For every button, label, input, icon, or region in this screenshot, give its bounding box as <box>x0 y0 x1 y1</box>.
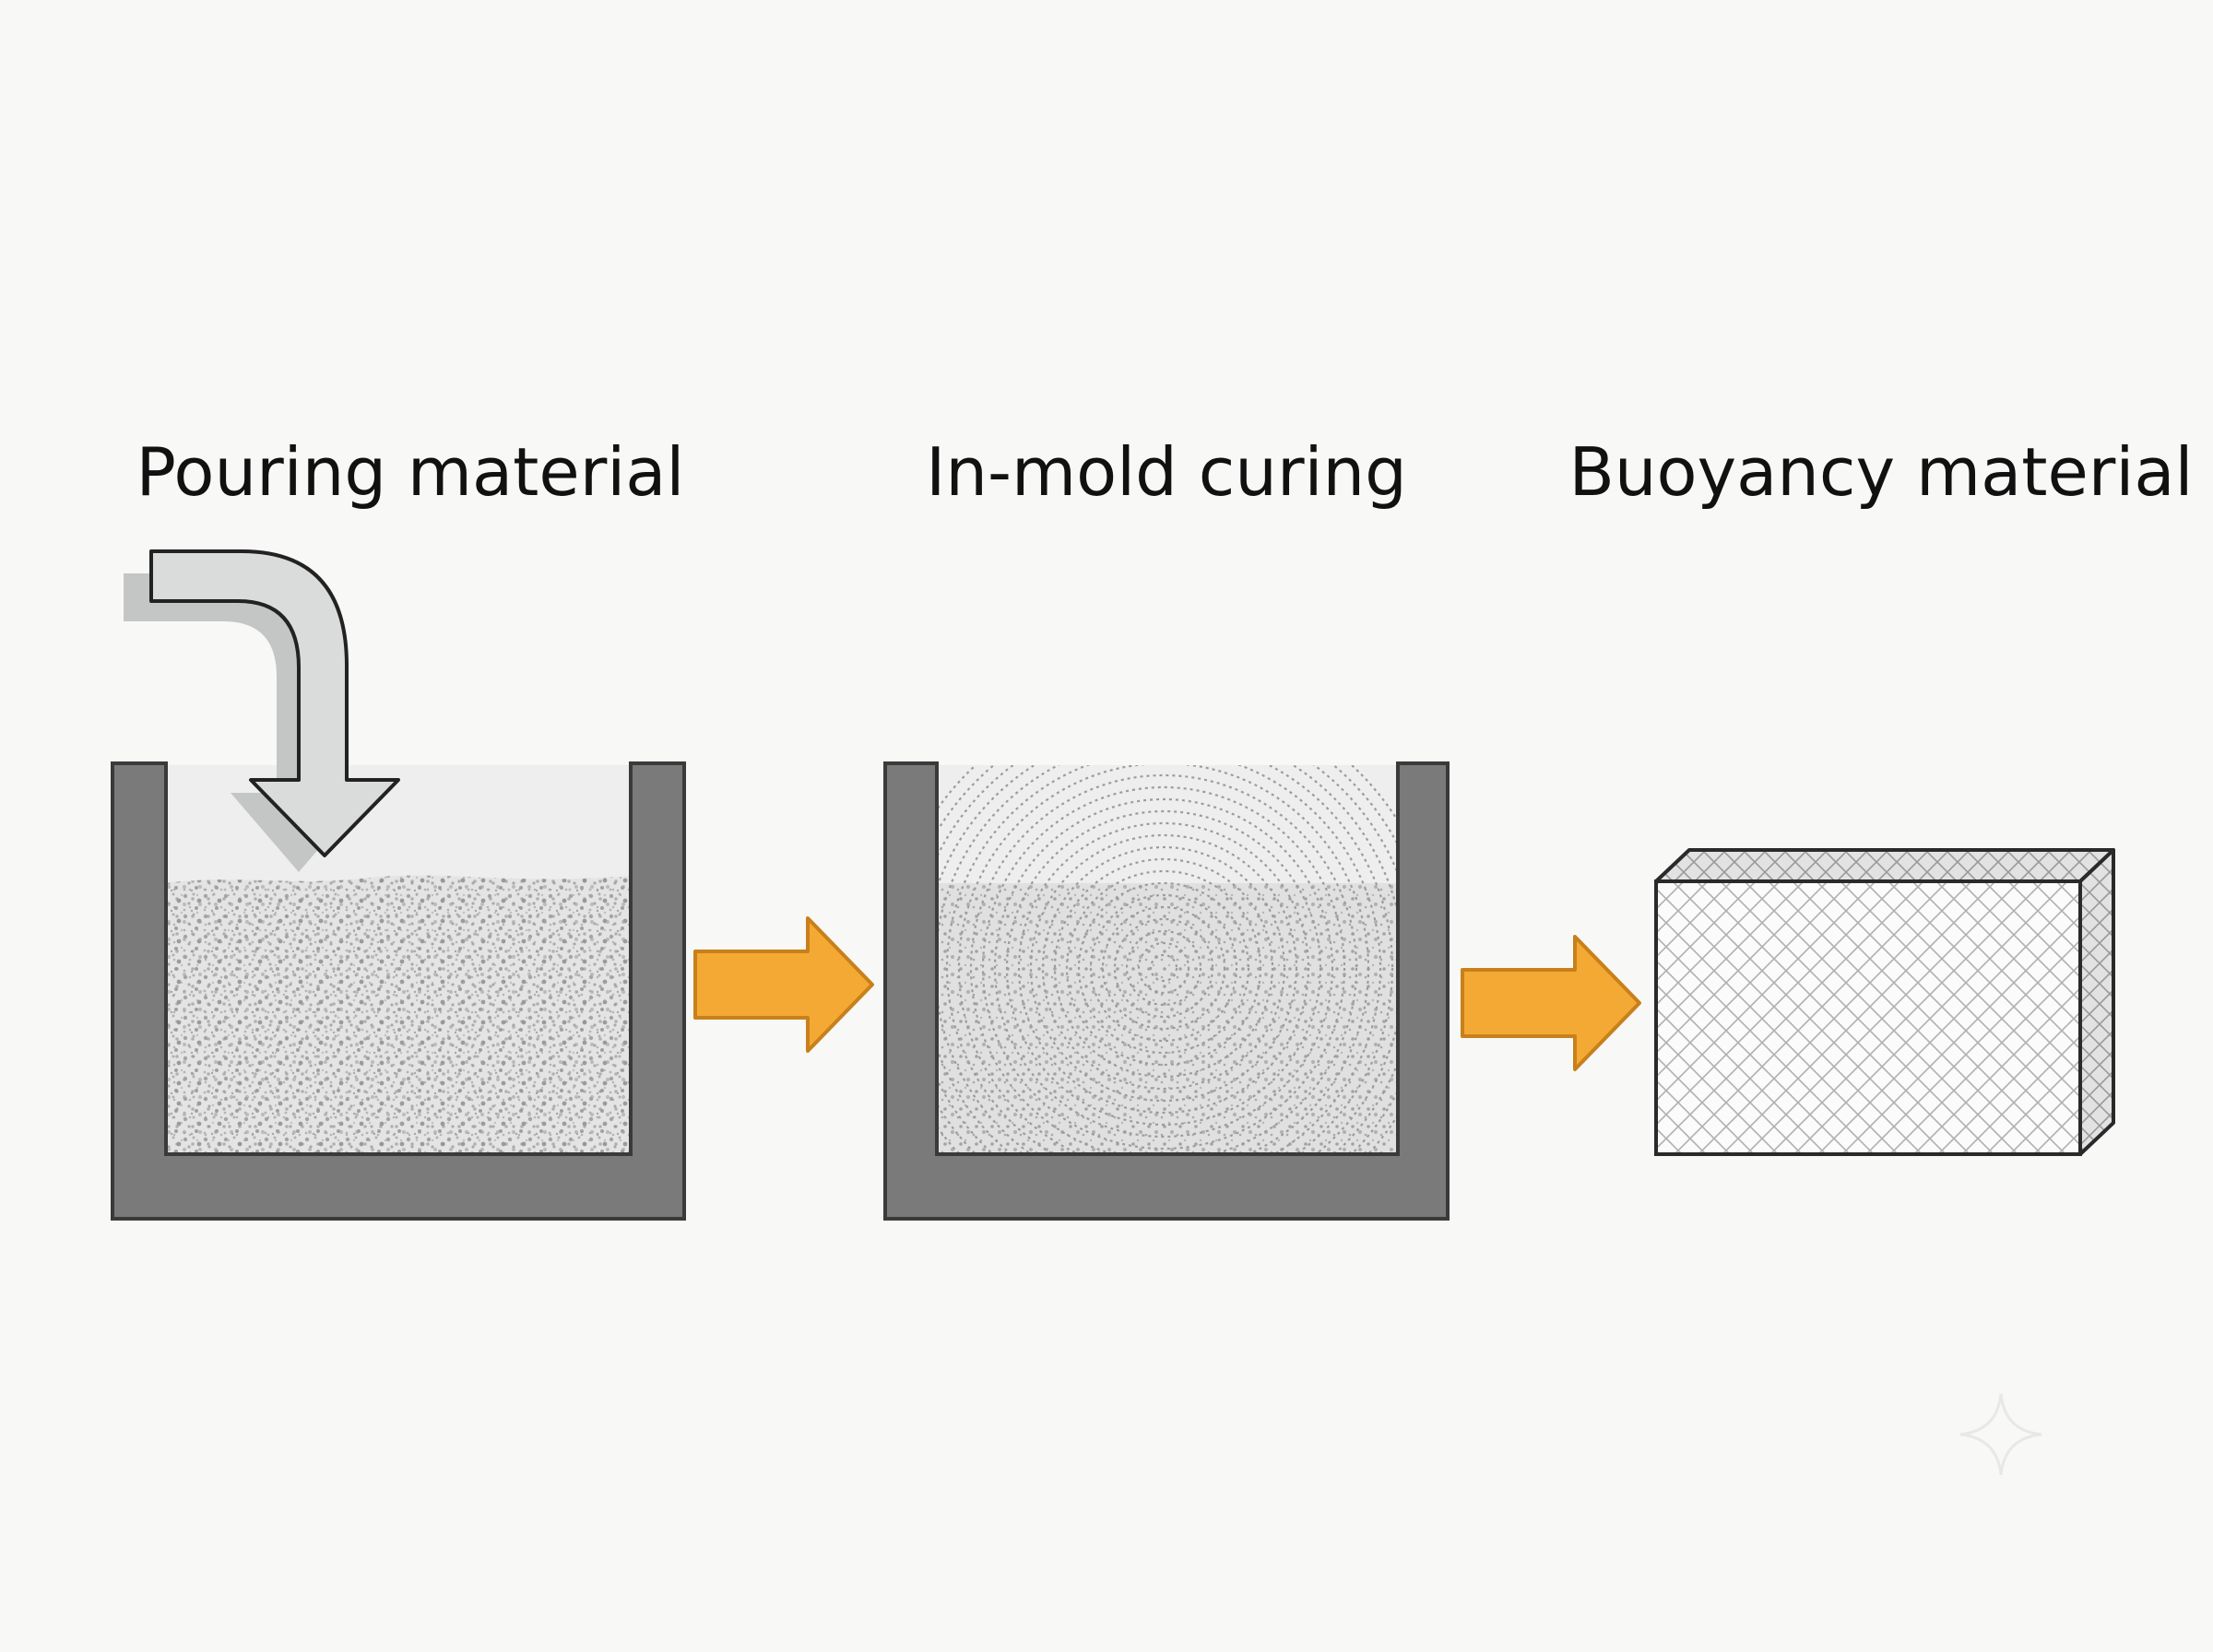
curing-ring <box>993 797 1334 1139</box>
mold-walls <box>883 761 1450 1221</box>
mold-pouring <box>111 761 686 1221</box>
curing-ring <box>1065 869 1262 1067</box>
curing-ring <box>1053 857 1274 1079</box>
stage-label-pouring: Pouring material <box>136 433 685 511</box>
stage-label-buoyancy: Buoyancy material <box>1568 433 2194 511</box>
curing-ring <box>1137 941 1190 995</box>
stage-label-curing: In-mold curing <box>926 433 1407 511</box>
curved-down-arrow-icon <box>124 549 400 872</box>
curing-ring <box>945 765 1382 1154</box>
curing-ring <box>957 765 1370 1154</box>
curing-ring <box>1029 833 1298 1103</box>
curing-ring <box>1017 821 1310 1115</box>
curing-ring <box>937 765 1394 1154</box>
curing-ring <box>1125 929 1202 1007</box>
curing-ring <box>1113 917 1214 1019</box>
curing-ring <box>1041 845 1286 1091</box>
curing-ring <box>1149 953 1178 983</box>
mold-curing <box>883 761 1450 1221</box>
mold-walls <box>111 761 686 1221</box>
right-arrow-icon <box>693 916 874 1053</box>
sparkle-icon <box>1959 1393 2042 1476</box>
curing-ring <box>1005 809 1322 1127</box>
curing-ring <box>1089 893 1238 1043</box>
curing-ring <box>981 785 1346 1150</box>
buoyancy-block <box>1654 848 2115 1156</box>
right-arrow-icon <box>1461 935 1641 1071</box>
curing-ring <box>1101 905 1226 1031</box>
curing-ring <box>969 773 1358 1154</box>
curing-ring <box>1077 881 1250 1055</box>
